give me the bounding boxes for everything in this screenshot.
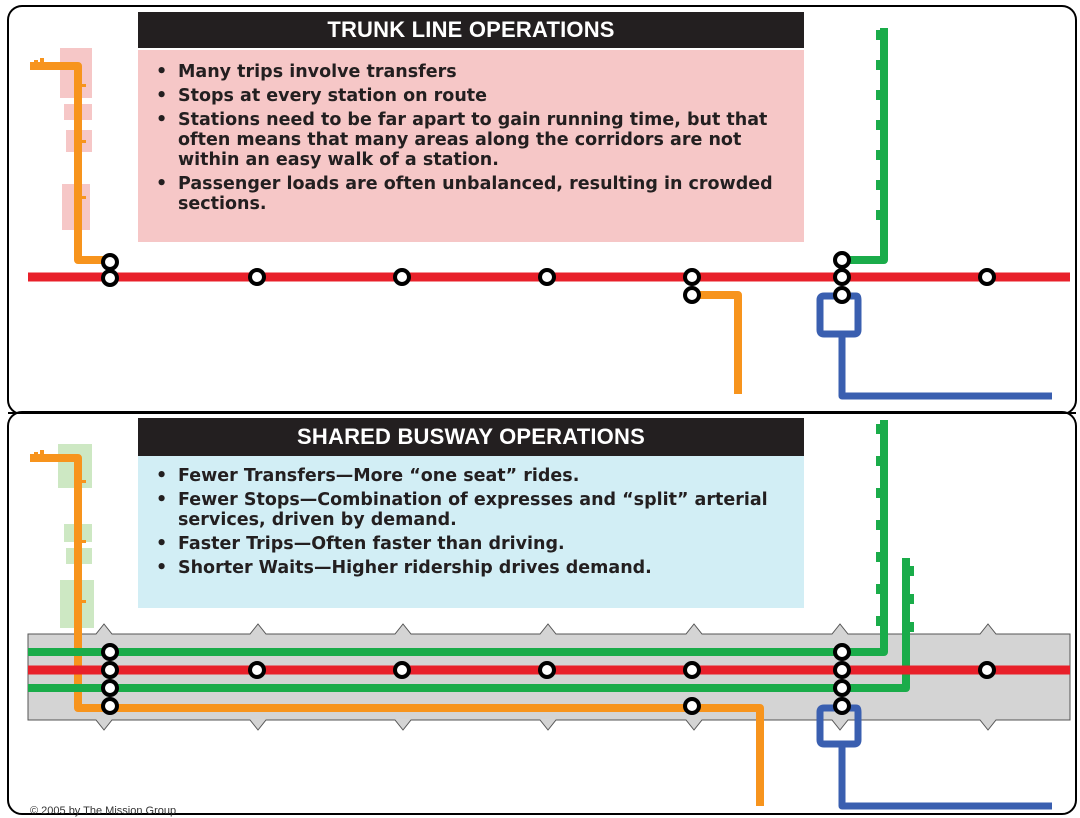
busway-bullet-list: Fewer Transfers—More “one seat” rides. F… (138, 460, 804, 608)
busway-green-line-upper (28, 420, 888, 656)
trunk-bullet: Many trips involve transfers (152, 62, 790, 82)
busway-blue-line (816, 704, 1052, 810)
busway-bullet: Shorter Waits—Higher ridership drives de… (152, 558, 790, 578)
busway-bullet: Faster Trips—Often faster than driving. (152, 534, 790, 554)
busway-bullet: Fewer Transfers—More “one seat” rides. (152, 466, 790, 486)
trunk-orange-line-right (692, 291, 742, 394)
trunk-bullet: Stations need to be far apart to gain ru… (152, 110, 790, 170)
trunk-orange-line-left (30, 62, 110, 264)
copyright-notice: © 2005 by The Mission Group (30, 805, 177, 817)
busway-panel-title-text: SHARED BUSWAY OPERATIONS (297, 424, 645, 449)
busway-bullet: Fewer Stops—Combination of expresses and… (152, 490, 790, 530)
trunk-panel-title: TRUNK LINE OPERATIONS (138, 12, 804, 48)
busway-panel-title: SHARED BUSWAY OPERATIONS (138, 418, 804, 456)
trunk-bullet: Passenger loads are often unbalanced, re… (152, 174, 790, 214)
trunk-bullet-list: Many trips involve transfers Stops at ev… (138, 56, 804, 242)
busway-stations (101, 643, 996, 715)
trunk-green-line (840, 28, 888, 264)
trunk-bullet: Stops at every station on route (152, 86, 790, 106)
trunk-stations (101, 251, 996, 304)
trunk-blue-line (816, 292, 1052, 400)
trunk-panel-title-text: TRUNK LINE OPERATIONS (327, 17, 615, 42)
busway-green-line-lower (28, 558, 910, 692)
busway-orange-line (30, 454, 764, 806)
